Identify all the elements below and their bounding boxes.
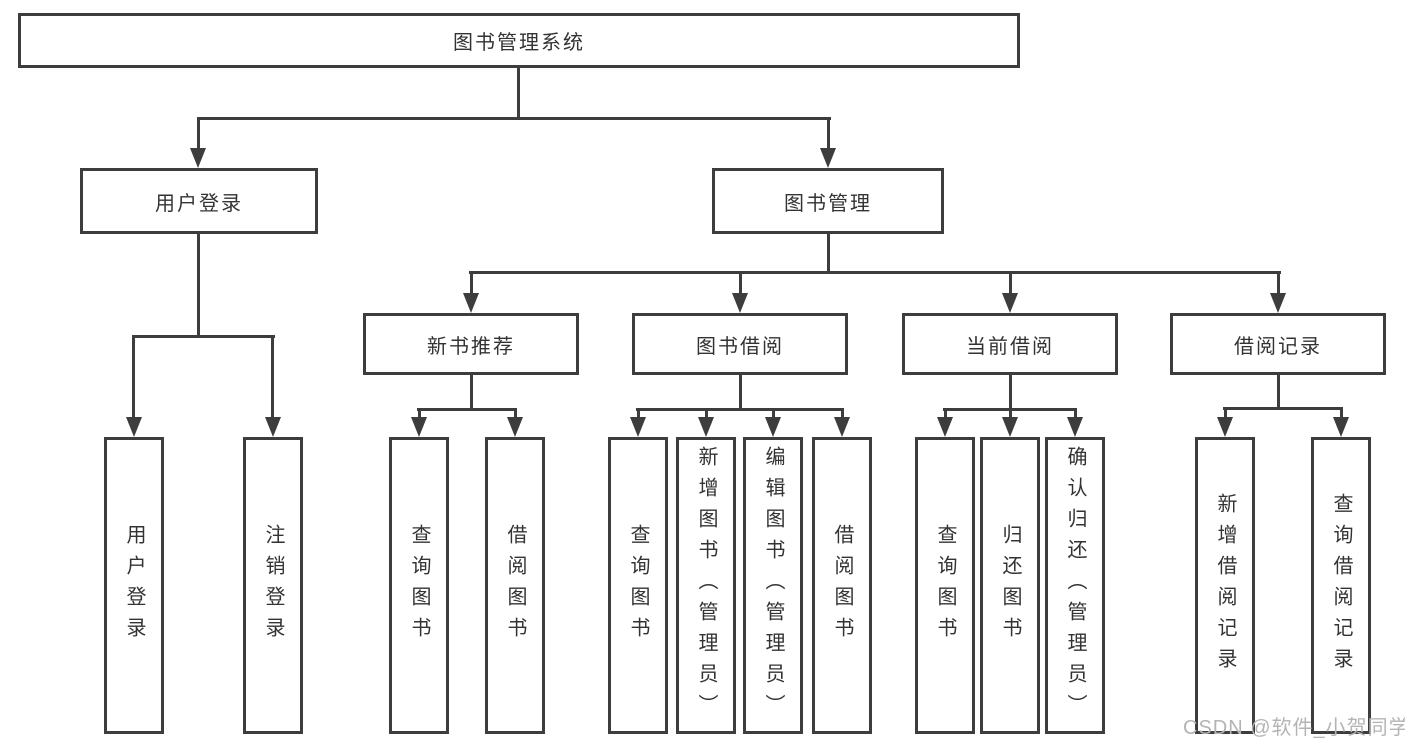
node-label: 图书管理系统 (453, 32, 585, 54)
arrowhead-leaf (1217, 417, 1233, 437)
arrowhead-book-management (820, 148, 836, 168)
connector-leaf-stem (637, 408, 640, 420)
connector-user-login-horizontal (132, 335, 275, 338)
arrowhead-leaf (834, 417, 850, 437)
connector-leaf-stem (944, 408, 947, 420)
connector-leaf-stem (772, 408, 775, 420)
connector-leaf-stem (1074, 408, 1077, 420)
connector-leaf-stem (418, 408, 421, 420)
leaf-user-login: 用户登录 (104, 437, 164, 734)
connector-leaf-stem (1009, 408, 1012, 420)
node-book-management: 图书管理 (712, 168, 944, 234)
node-label: 当前借阅 (966, 335, 1054, 358)
arrowhead-leaf (411, 417, 427, 437)
node-label: 借阅记录 (1234, 335, 1322, 358)
arrowhead-leaf (765, 417, 781, 437)
node-new-book-recommend: 新书推荐 (363, 313, 579, 375)
leaf-borrow-books-recommend: 借阅图书 (485, 437, 545, 734)
connector-new-book-recommend-stem (470, 375, 473, 411)
arrowhead-book-borrow (732, 293, 748, 313)
leaf-add-borrow-record: 新增借阅记录 (1195, 437, 1255, 734)
node-label: 新增图书（管理员） (695, 446, 717, 725)
node-book-borrow: 图书借阅 (632, 313, 848, 375)
leaf-logout: 注销登录 (243, 437, 303, 734)
connector-to-logout-leaf (271, 335, 274, 419)
connector-user-login-stem (197, 234, 200, 338)
connector-leaf-stem (841, 408, 844, 420)
arrowhead-leaf (937, 417, 953, 437)
connector-to-user-login (197, 117, 200, 151)
leaf-confirm-return-admin: 确认归还（管理员） (1045, 437, 1105, 734)
connector-borrow-records-horizontal (1223, 407, 1343, 410)
node-label: 查询图书 (408, 523, 430, 648)
connector-leaf-stem (514, 408, 517, 420)
leaf-edit-books-admin: 编辑图书（管理员） (743, 437, 803, 734)
node-label: 借阅图书 (831, 523, 853, 648)
node-borrow-records: 借阅记录 (1170, 313, 1386, 375)
connector-to-new-book-recommend (470, 271, 473, 295)
connector-level1-horizontal (197, 117, 831, 120)
node-label: 查询图书 (627, 523, 649, 648)
node-label: 归还图书 (999, 523, 1021, 648)
connector-leaf-stem (1224, 407, 1227, 420)
node-label: 新书推荐 (427, 335, 515, 358)
node-label: 借阅图书 (504, 523, 526, 648)
connector-borrow-records-stem (1277, 375, 1280, 410)
leaf-query-books-borrow: 查询图书 (608, 437, 668, 734)
node-current-borrow: 当前借阅 (902, 313, 1118, 375)
connector-to-book-borrow (739, 271, 742, 295)
node-library-management-system: 图书管理系统 (18, 13, 1020, 68)
node-label: 用户登录 (123, 523, 145, 648)
node-user-login: 用户登录 (80, 168, 318, 234)
arrowhead-leaf (1067, 417, 1083, 437)
connector-leaf-stem (1340, 407, 1343, 420)
arrowhead-logout-leaf (265, 417, 281, 437)
arrowhead-user-login (190, 148, 206, 168)
connector-to-borrow-records (1277, 271, 1280, 295)
connector-book-borrow-horizontal (636, 408, 844, 411)
connector-to-current-borrow (1009, 271, 1012, 295)
connector-book-management-stem (827, 233, 830, 274)
csdn-watermark: CSDN @软件_小贺同学 (1183, 717, 1405, 739)
leaf-query-borrow-record: 查询借阅记录 (1311, 437, 1371, 734)
node-label: 查询借阅记录 (1330, 492, 1352, 679)
arrowhead-leaf (630, 417, 646, 437)
leaf-query-books-recommend: 查询图书 (389, 437, 449, 734)
arrowhead-login-leaf (126, 417, 142, 437)
arrowhead-leaf (507, 417, 523, 437)
connector-leaf-stem (705, 408, 708, 420)
connector-new-book-recommend-horizontal (417, 408, 517, 411)
leaf-borrow-books: 借阅图书 (812, 437, 872, 734)
arrowhead-leaf (1002, 417, 1018, 437)
node-label: 编辑图书（管理员） (762, 446, 784, 725)
node-label: 新增借阅记录 (1214, 492, 1236, 679)
node-label: 图书借阅 (696, 335, 784, 358)
node-label: 查询图书 (934, 523, 956, 648)
arrowhead-new-book-recommend (463, 293, 479, 313)
connector-to-login-leaf (132, 335, 135, 419)
connector-book-borrow-stem (739, 375, 742, 411)
arrowhead-leaf (698, 417, 714, 437)
node-label: 确认归还（管理员） (1064, 446, 1086, 725)
node-label: 图书管理 (784, 192, 872, 215)
arrowhead-borrow-records (1270, 293, 1286, 313)
connector-to-book-management (827, 117, 830, 151)
node-label: 注销登录 (262, 523, 284, 648)
node-label: 用户登录 (155, 192, 243, 215)
connector-root-stem (517, 68, 520, 120)
arrowhead-leaf (1333, 417, 1349, 437)
leaf-add-books-admin: 新增图书（管理员） (676, 437, 736, 734)
connector-current-borrow-stem (1009, 375, 1012, 411)
connector-level3-horizontal (469, 271, 1281, 274)
leaf-query-books-current: 查询图书 (915, 437, 975, 734)
arrowhead-current-borrow (1002, 293, 1018, 313)
leaf-return-books: 归还图书 (980, 437, 1040, 734)
